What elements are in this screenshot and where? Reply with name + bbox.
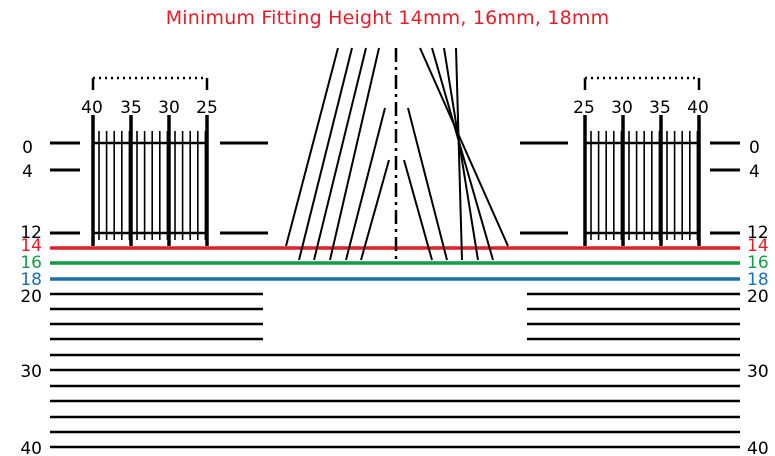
diagonal-left xyxy=(345,107,386,261)
label-18-right: 18 xyxy=(747,270,769,290)
pd-label-right: 35 xyxy=(649,98,671,118)
diagonal-left xyxy=(298,47,353,261)
pd-label-right: 30 xyxy=(611,98,633,118)
left-row-labels: 0 4 12 14 16 18 20 30 40 xyxy=(20,138,42,456)
diagram-lines xyxy=(50,47,740,449)
label-20-left: 20 xyxy=(20,287,42,307)
label-16-right: 16 xyxy=(747,253,769,273)
label-40-left: 40 xyxy=(20,439,42,456)
label-14-right: 14 xyxy=(747,236,769,256)
label-16-left: 16 xyxy=(20,253,42,273)
diagonal-left xyxy=(313,47,367,261)
diagonal-left xyxy=(329,47,380,261)
label-20-right: 20 xyxy=(747,287,769,307)
label-0-left: 0 xyxy=(22,138,33,158)
diagonal-left xyxy=(360,159,390,261)
label-30-right: 30 xyxy=(747,362,769,382)
diagonal-left xyxy=(285,47,339,247)
label-12-right: 12 xyxy=(747,223,769,243)
pd-label-left: 35 xyxy=(120,98,142,118)
diagonal-right xyxy=(419,47,509,247)
right-row-labels: 0 4 12 14 16 18 20 30 40 xyxy=(747,138,769,456)
label-12-left: 12 xyxy=(20,223,42,243)
pd-scale-labels-left: 40 35 30 25 xyxy=(81,98,218,118)
pd-label-left: 30 xyxy=(158,98,180,118)
label-4-left: 4 xyxy=(22,162,33,182)
chart-title: Minimum Fitting Height 14mm, 16mm, 18mm xyxy=(165,7,610,29)
label-0-right: 0 xyxy=(749,138,760,158)
label-18-left: 18 xyxy=(20,270,42,290)
diagonal-right xyxy=(443,47,479,261)
pd-label-right: 25 xyxy=(573,98,595,118)
label-40-right: 40 xyxy=(747,439,769,456)
pd-scale-labels-right: 25 30 35 40 xyxy=(573,98,709,118)
label-30-left: 30 xyxy=(20,362,42,382)
diagonal-right xyxy=(407,107,448,261)
pd-label-right: 40 xyxy=(687,98,709,118)
pd-label-left: 40 xyxy=(81,98,103,118)
pd-label-left: 25 xyxy=(196,98,218,118)
diagonal-right xyxy=(431,47,494,261)
diagonal-right xyxy=(403,159,433,261)
label-4-right: 4 xyxy=(749,162,760,182)
label-14-left: 14 xyxy=(20,236,42,256)
diagonal-right xyxy=(455,47,463,261)
